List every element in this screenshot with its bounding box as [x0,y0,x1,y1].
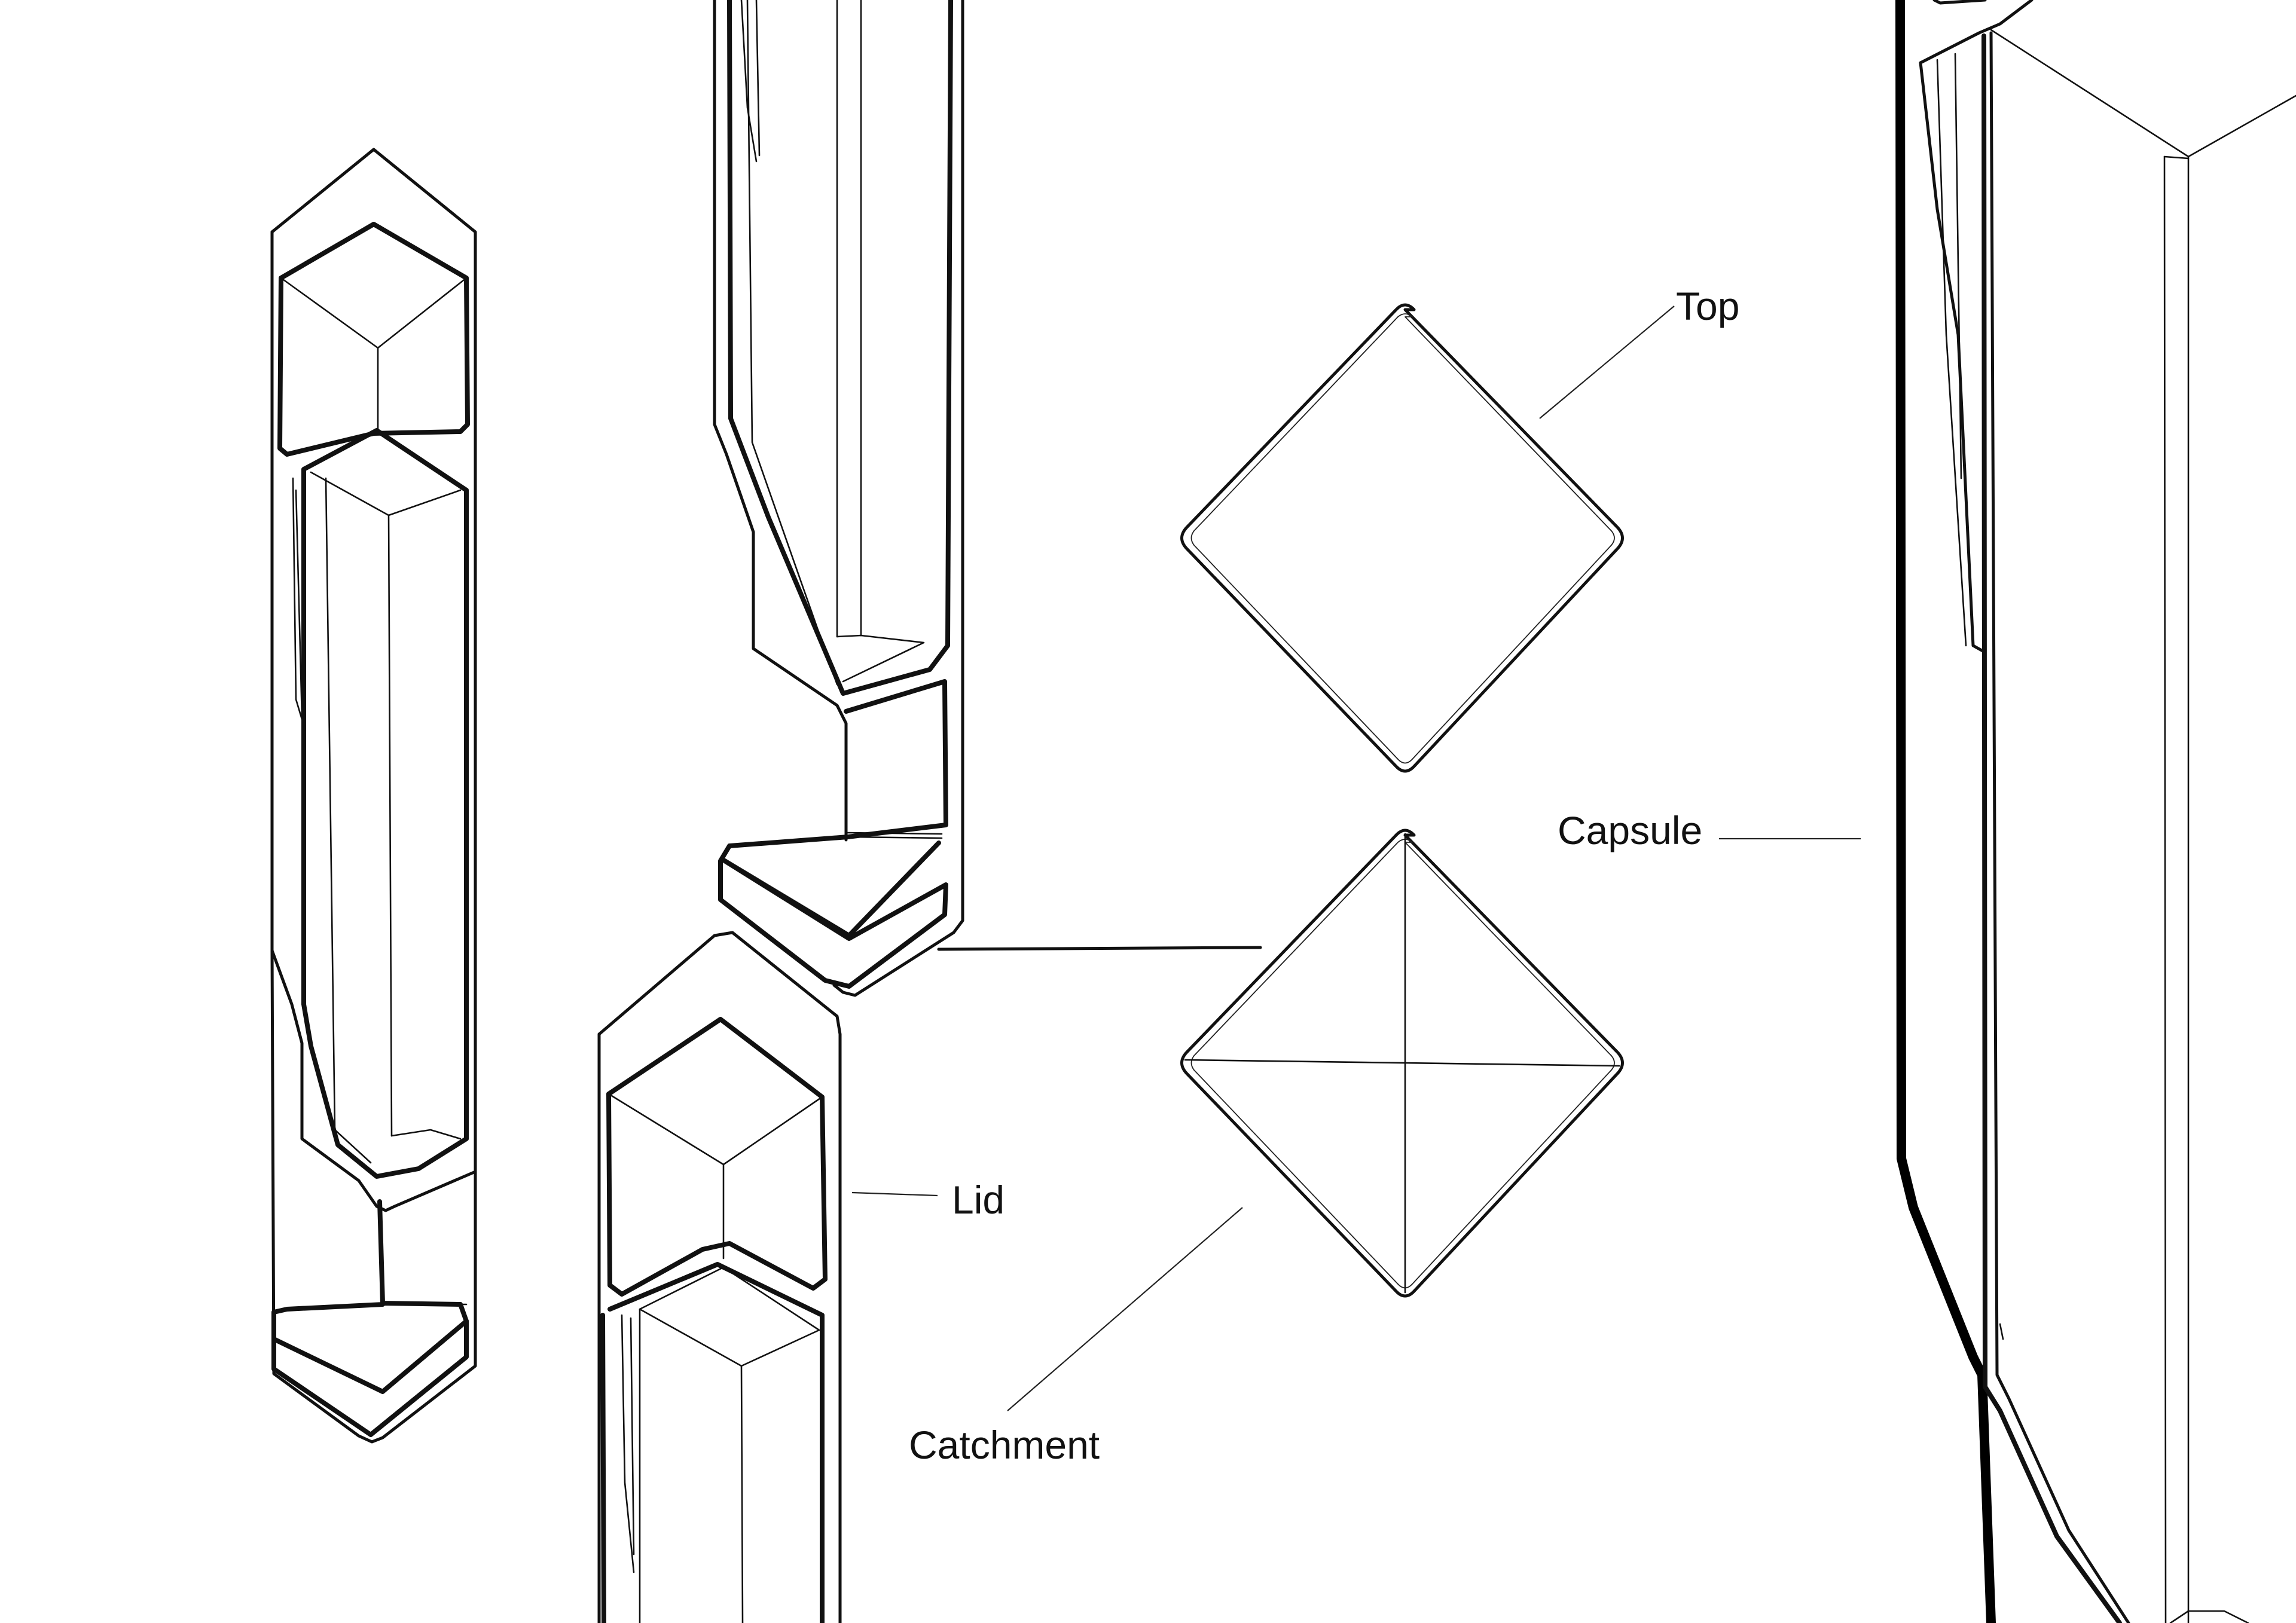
unit-connector-line [937,946,1262,951]
lid-cube [606,1017,828,1297]
top-leader-line [1539,305,1675,419]
lid-leader-line [851,1191,938,1197]
catchment-label: Catchment [909,1423,1100,1467]
capsule-unit-sketch [713,0,964,997]
capsule-hook [718,679,948,989]
capsule-label: Capsule [1558,808,1702,852]
catchment-leader-line [1007,1207,1243,1411]
assembled-catchment-hook [271,1199,469,1394]
lid-label: Lid [952,1178,1004,1222]
capsule-closeup-sketch [1895,0,2296,1623]
top-view-diamond [1180,303,1624,773]
capsule-body [727,0,953,696]
lid-unit-sketch [597,931,842,1623]
top-label: Top [1676,284,1739,328]
lid-capsule-top [600,1262,825,1623]
assembled-capsule [301,428,469,1179]
assembled-lid-cube [277,222,470,457]
capsule-housing-outline [713,0,848,842]
catchment-view-diamond [1180,829,1624,1298]
lid-housing-outline [597,931,842,1623]
assembled-unit-sketch [270,148,477,1444]
